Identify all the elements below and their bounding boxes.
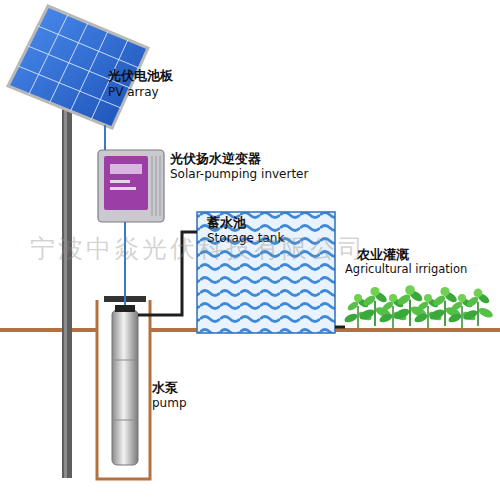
watermark: 宁波中焱光伏科技有限公司 bbox=[30, 236, 366, 261]
storage-tank-node: 蓄水池 Storage tank bbox=[197, 212, 335, 333]
node-label-zh: 光伏扬水逆变器 bbox=[170, 152, 261, 166]
inverter-mark bbox=[110, 187, 136, 190]
node-label-zh: 水泵 bbox=[152, 381, 178, 395]
tank-water bbox=[197, 212, 335, 333]
pump-node: 水泵pump bbox=[112, 305, 138, 467]
node-label-en: pump bbox=[152, 397, 187, 410]
well-shaft bbox=[97, 300, 150, 479]
pump-body bbox=[112, 310, 138, 465]
pump-head bbox=[115, 305, 135, 312]
node-label-en: Solar-pumping inverter bbox=[170, 168, 308, 181]
inverter-mark bbox=[110, 180, 130, 183]
irrigation-node: 农业灌溉Agricultural irrigation bbox=[345, 248, 487, 332]
node-label-zh: 农业灌溉 bbox=[357, 248, 409, 262]
inverter-front-panel bbox=[104, 156, 148, 210]
water-pipe bbox=[138, 232, 197, 315]
pump-cable bbox=[125, 222, 126, 305]
crop-plants bbox=[343, 285, 494, 328]
inverter-fins bbox=[152, 156, 160, 216]
pv-array-node: 光伏电池板PV array bbox=[8, 5, 150, 125]
well-cap bbox=[104, 296, 146, 302]
node-label-en: Storage tank bbox=[207, 232, 284, 245]
solar-panel bbox=[8, 6, 148, 128]
panel-pole bbox=[62, 100, 72, 478]
inverter-display bbox=[110, 164, 142, 174]
ground-line bbox=[0, 328, 97, 332]
inverter-chassis bbox=[98, 150, 164, 222]
node-label-en: Agricultural irrigation bbox=[345, 263, 467, 276]
irrigation-pipe bbox=[335, 327, 345, 328]
node-label-en: PV array bbox=[108, 86, 159, 99]
panel-grid bbox=[18, 14, 139, 119]
inverter-node: 光伏扬水逆变器Solar-pumping inverter bbox=[98, 150, 164, 222]
node-label-zh: 光伏电池板 bbox=[108, 69, 173, 83]
node-label-zh: 蓄水池 bbox=[207, 216, 246, 230]
panel-pole-highlight bbox=[64, 100, 67, 478]
pump-joints bbox=[112, 360, 138, 420]
pv-cable bbox=[105, 125, 106, 150]
